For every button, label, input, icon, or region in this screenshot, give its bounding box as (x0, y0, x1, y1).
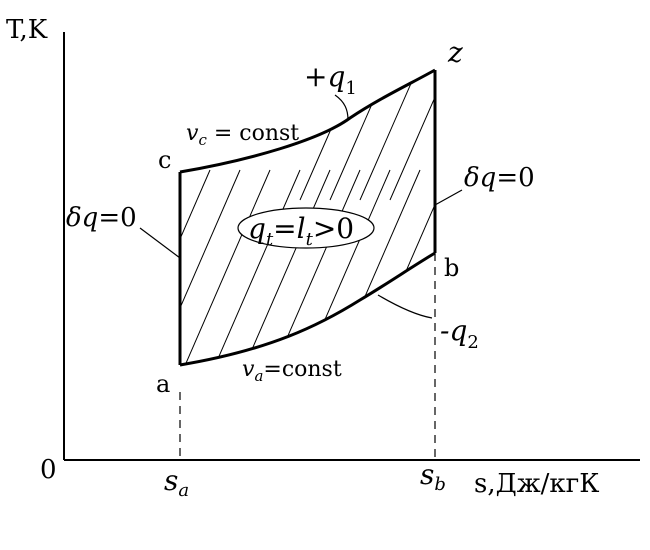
point-c: c (158, 146, 171, 174)
adiabat-left-label: δq=0 (66, 203, 137, 233)
adiabat-right-label: δq=0 (464, 163, 535, 193)
isochore-a-label: va=const (242, 357, 342, 385)
point-a: a (156, 370, 170, 398)
point-z: z (447, 36, 463, 69)
leader-dq-right (434, 189, 463, 206)
isochore-ba (179, 251, 436, 367)
point-b: b (444, 254, 459, 282)
tick-sa: sa (164, 464, 189, 501)
y-axis-label: T,K (6, 15, 48, 45)
heat-out-label: -q2 (440, 314, 479, 353)
x-axis-label: s,Дж/кгК (474, 469, 599, 499)
leader-q1 (334, 94, 349, 121)
tick-sb: sb (420, 458, 446, 495)
formula-ellipse (237, 207, 375, 249)
leader-q2 (377, 294, 433, 319)
isochore-cz (179, 68, 436, 174)
heat-in-label: +q1 (304, 60, 357, 99)
isochore-c-label: vc = const (186, 121, 299, 149)
cycle-formula: qt=lt>0 (248, 212, 354, 250)
leader-dq-left (139, 227, 181, 259)
origin-label: 0 (40, 455, 57, 485)
